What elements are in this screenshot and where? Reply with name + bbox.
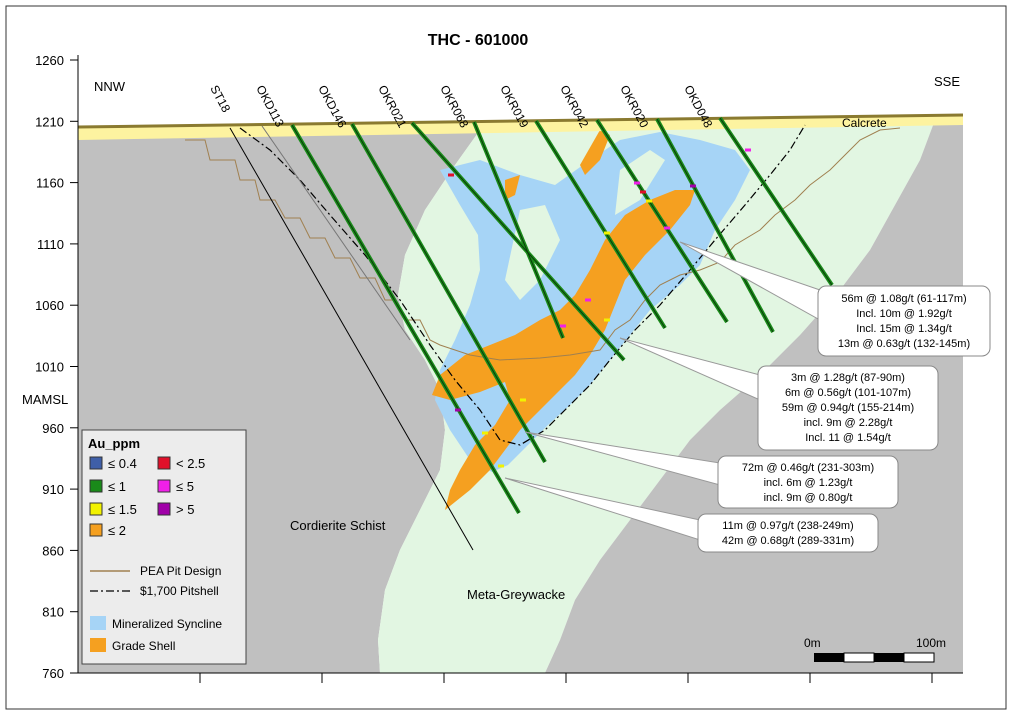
legend-grade-swatch xyxy=(157,456,171,470)
intercept-box-frame xyxy=(697,513,879,553)
intercept-line: 42m @ 0.68g/t (289-331m) xyxy=(722,535,854,547)
intercept-box-frame xyxy=(757,365,939,451)
drillhole-core xyxy=(473,121,564,339)
intercept-line: 13m @ 0.63g/t (132-145m) xyxy=(838,338,970,350)
legend-grade-shell-swatch xyxy=(90,638,106,652)
y-tick-label: 1260 xyxy=(35,53,64,68)
legend-grade-swatch xyxy=(89,479,103,493)
scale-segment xyxy=(814,653,844,662)
scale-end-label: 100m xyxy=(916,636,946,650)
x-ticks xyxy=(78,672,963,683)
legend-grade-swatch xyxy=(89,523,103,537)
drillhole-core xyxy=(719,117,833,286)
intercept-line: 6m @ 0.56g/t (101-107m) xyxy=(785,387,911,399)
scale-segment xyxy=(874,653,904,662)
legend-grade-label: > 5 xyxy=(176,502,194,517)
intercept-line: Incl. 15m @ 1.34g/t xyxy=(856,323,952,335)
drillhole-core xyxy=(411,122,625,361)
legend-syncline-label: Mineralized Syncline xyxy=(112,617,222,631)
legend: Au_ppm ≤ 0.4 < 2.5 ≤ 1 ≤ 5 ≤ 1.5 > 5 ≤ 2 PEA P… xyxy=(81,429,247,665)
intercept-box-frame xyxy=(817,285,991,357)
intercept-line: 59m @ 0.94g/t (155-214m) xyxy=(782,402,914,414)
drillhole-core xyxy=(656,118,774,333)
scale-bar: 0m 100m xyxy=(804,636,946,663)
legend-grade-label: < 2.5 xyxy=(176,456,205,471)
legend-grade-label: ≤ 0.4 xyxy=(108,456,137,471)
legend-pit-label: PEA Pit Design xyxy=(140,564,221,578)
drillhole-core xyxy=(535,120,666,329)
intercept-line: Incl. 10m @ 1.92g/t xyxy=(856,308,952,320)
direction-left: NNW xyxy=(94,79,126,94)
cordierite-schist-label: Cordierite Schist xyxy=(290,518,386,533)
calcrete-label: Calcrete xyxy=(842,116,887,130)
intercept-line: Incl. 11 @ 1.54g/t xyxy=(805,432,891,444)
meta-greywacke-label: Meta-Greywacke xyxy=(467,587,565,602)
intercept-line: incl. 9m @ 2.28g/t xyxy=(804,417,893,429)
y-tick-label: 910 xyxy=(42,482,64,497)
legend-syncline-swatch xyxy=(90,616,106,630)
grade-shell xyxy=(580,130,610,175)
intercept-box-2: 3m @ 1.28g/t (87-90m) 6m @ 0.56g/t (101-… xyxy=(757,365,939,451)
drillhole-core xyxy=(291,124,520,514)
scale-start-label: 0m xyxy=(804,636,821,650)
legend-grade-swatch xyxy=(89,502,103,516)
drillhole-core xyxy=(596,119,728,323)
legend-grade-shell-label: Grade Shell xyxy=(112,639,175,653)
direction-right: SSE xyxy=(934,74,960,89)
intercept-line: 3m @ 1.28g/t (87-90m) xyxy=(791,372,905,384)
intercept-line: 11m @ 0.97g/t (238-249m) xyxy=(722,520,853,532)
y-axis-label: MAMSL xyxy=(22,392,68,407)
legend-grade-swatch xyxy=(157,479,171,493)
y-tick-label: 1210 xyxy=(35,114,64,129)
callout-pointers xyxy=(504,241,821,541)
drillholes xyxy=(290,116,834,515)
intercept-line: 56m @ 1.08g/t (61-117m) xyxy=(841,293,966,305)
drillhole-core xyxy=(351,123,546,463)
legend-grade-label: ≤ 5 xyxy=(176,479,194,494)
intercept-line: incl. 9m @ 0.80g/t xyxy=(764,492,853,504)
y-tick-label: 1110 xyxy=(37,237,64,252)
y-axis: 126012101160111010601010960910860810760 … xyxy=(22,53,79,681)
legend-pitshell-label: $1,700 Pitshell xyxy=(140,584,219,598)
drillhole-trace xyxy=(229,127,474,551)
scale-segment xyxy=(843,652,875,663)
scale-segment xyxy=(903,652,935,663)
y-tick-label: 1160 xyxy=(36,176,64,191)
intercept-box-3: 72m @ 0.46g/t (231-303m) incl. 6m @ 1.23… xyxy=(717,455,899,509)
pitshell-line xyxy=(239,124,806,446)
legend-grade-label: ≤ 1.5 xyxy=(108,502,137,517)
y-tick-label: 810 xyxy=(42,605,64,620)
y-tick-label: 1060 xyxy=(35,298,64,313)
legend-grade-swatch xyxy=(89,456,103,470)
y-tick-label: 760 xyxy=(42,666,64,681)
intercept-box-4: 11m @ 0.97g/t (238-249m) 42m @ 0.68g/t (… xyxy=(697,513,879,553)
intercept-box-frame xyxy=(717,455,899,509)
topography-line xyxy=(78,113,963,129)
legend-grade-label: ≤ 1 xyxy=(108,479,126,494)
legend-grade-swatch xyxy=(157,502,171,516)
y-tick-label: 860 xyxy=(42,543,64,558)
figure-title: THC - 601000 xyxy=(428,32,529,49)
drillhole-trace xyxy=(261,125,411,341)
legend-grade-label: ≤ 2 xyxy=(108,523,126,538)
intercept-line: incl. 6m @ 1.23g/t xyxy=(764,477,853,489)
intercept-line: 72m @ 0.46g/t (231-303m) xyxy=(742,462,874,474)
intercept-box-1: 56m @ 1.08g/t (61-117m) Incl. 10m @ 1.92… xyxy=(817,285,991,357)
pea-pit-line xyxy=(185,127,901,361)
grade-shell xyxy=(505,175,520,200)
y-tick-label: 960 xyxy=(42,421,64,436)
legend-title: Au_ppm xyxy=(88,436,140,451)
y-tick-label: 1010 xyxy=(35,360,64,375)
